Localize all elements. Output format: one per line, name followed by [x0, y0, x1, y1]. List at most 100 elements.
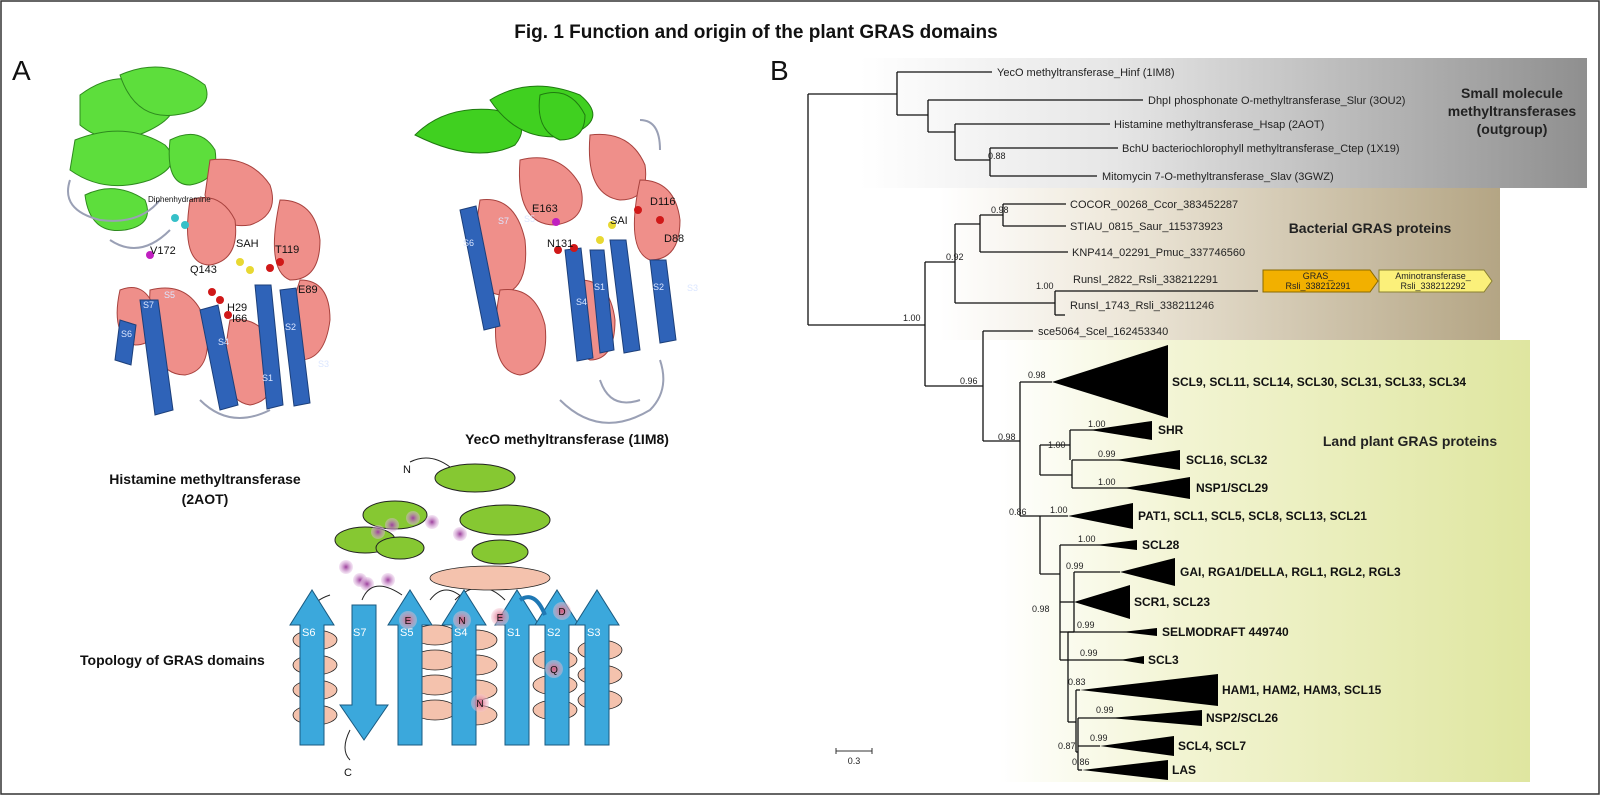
taxon-label: RunsI_1743_Rsli_338211246 [1070, 300, 1214, 312]
support-value: 0.83 [1068, 677, 1086, 687]
support-value: 1.00 [903, 313, 921, 323]
support-value: 0.98 [1032, 604, 1050, 614]
topo-strand-label: S7 [353, 627, 366, 639]
blue-strands [114, 284, 311, 416]
bacterial-box [940, 188, 1500, 340]
topo-residue-marks [399, 602, 571, 712]
support-value: 0.98 [1028, 370, 1046, 380]
loops [559, 119, 665, 424]
structure1-caption-code: (2AOT) [182, 491, 229, 507]
structure-2aot: Diphenhydramine SAH V172 Q143 T119 E89 H… [67, 66, 331, 507]
topo-purple-marks [339, 511, 467, 591]
gras-gene-arrow [1262, 269, 1379, 293]
s2-ligand-label: SAI [610, 215, 628, 227]
s1-strand-label: S2 [285, 322, 296, 332]
taxon-label: STIAU_0815_Saur_115373923 [1070, 221, 1223, 233]
topo-strand-label: S3 [587, 627, 600, 639]
aminotransferase-gene-arrow [1378, 269, 1493, 293]
topology-caption: Topology of GRAS domains [80, 652, 265, 668]
ligand-dots [146, 214, 284, 319]
clade-label: SHR [1158, 423, 1184, 437]
topo-residue-label: D [558, 607, 565, 618]
topology-diagram: S6 S7 S5 S4 S1 S2 S3 E N E D Q [80, 457, 623, 779]
s1-strand-labels: S1 S2 S3 S4 S5 S6 S7 [121, 290, 329, 383]
support-value: 0.86 [1009, 507, 1027, 517]
support-value: 0.99 [1066, 561, 1084, 571]
s1-strand-label: S1 [262, 373, 273, 383]
support-value: 0.87 [1058, 741, 1076, 751]
panel-a-letter: A [12, 55, 31, 86]
support-value: 0.86 [1072, 757, 1090, 767]
clade-label: SCL4, SCL7 [1178, 739, 1246, 753]
s1-ligand-label: H29 [227, 302, 247, 314]
land-plant-group-label: Land plant GRAS proteins [1323, 433, 1497, 449]
s1-ligand-label: T119 [275, 244, 299, 256]
ligand-dots [552, 206, 664, 254]
structure2-caption: YecO methyltransferase (1IM8) [465, 431, 669, 447]
bacterial-taxa: COCOR_00268_Ccor_383452287 STIAU_0815_Sa… [1038, 199, 1245, 338]
support-value: 1.00 [1036, 281, 1054, 291]
s2-strand-label: S1 [594, 282, 605, 292]
support-values: 0.88 0.98 0.92 1.00 1.00 0.96 0.98 0.98 … [903, 151, 1116, 767]
panel-a: Diphenhydramine SAH V172 Q143 T119 E89 H… [67, 66, 698, 779]
s1-ligand-label: V172 [150, 245, 176, 257]
topo-residue-label: Q [550, 665, 558, 676]
panel-b: Small molecule methyltransferases (outgr… [807, 58, 1587, 782]
topo-strand-label: S1 [507, 627, 520, 639]
loops [67, 179, 271, 419]
green-helices [414, 85, 594, 154]
s2-ligand-label: D88 [664, 233, 684, 245]
outgroup-label: Small molecule [1461, 85, 1563, 101]
clade-label: SELMODRAFT 449740 [1162, 625, 1289, 639]
topo-strands [289, 589, 620, 746]
taxon-label: Histamine methyltransferase_Hsap (2AOT) [1114, 119, 1324, 131]
bacterial-group-label: Bacterial GRAS proteins [1289, 220, 1452, 236]
support-value: 1.00 [1048, 440, 1066, 450]
outgroup-box [860, 58, 1587, 188]
gras-gene-label: GRAS_ [1303, 271, 1335, 281]
topo-residue-label: E [405, 616, 412, 627]
support-value: 0.99 [1090, 733, 1108, 743]
blue-strands [459, 205, 677, 362]
support-value: 0.88 [988, 151, 1006, 161]
scale-bar-label: 0.3 [848, 756, 861, 766]
figure-title: Fig. 1 Function and origin of the plant … [514, 22, 997, 43]
clade-label: PAT1, SCL1, SCL5, SCL8, SCL13, SCL21 [1138, 509, 1367, 523]
support-value: 0.98 [991, 205, 1009, 215]
topo-n-terminus: N [403, 464, 411, 476]
s2-ligand-label: N131 [547, 238, 573, 250]
topo-residue-label: N [476, 699, 483, 710]
clade-label: SCL16, SCL32 [1186, 453, 1268, 467]
s2-strand-labels: S1 S2 S3 S4 S5 S6 S7 [463, 214, 698, 307]
s2-strand-label: S3 [687, 283, 698, 293]
s2-strand-label: S6 [463, 238, 474, 248]
topo-strand-labels: S6 S7 S5 S4 S1 S2 S3 [302, 627, 600, 639]
topo-residue-label: E [497, 613, 504, 624]
s2-strand-label: S4 [576, 297, 587, 307]
outgroup-label: methyltransferases [1448, 103, 1577, 119]
support-value: 1.00 [1088, 419, 1106, 429]
taxon-label: BchU bacteriochlorophyll methyltransfera… [1122, 143, 1400, 155]
s2-strand-label: S2 [653, 282, 664, 292]
clade-label: LAS [1172, 763, 1196, 777]
clade-label: GAI, RGA1/DELLA, RGL1, RGL2, RGL3 [1180, 565, 1401, 579]
s1-ligand-label: SAH [236, 238, 259, 250]
green-helices [69, 66, 217, 232]
aminotransferase-gene-label: Aminotransferase_ [1395, 271, 1472, 281]
aminotransferase-gene-label: Rsli_338212292 [1400, 281, 1465, 291]
support-value: 0.92 [946, 252, 964, 262]
topo-c-terminus: C [344, 767, 352, 779]
taxon-label: KNP414_02291_Pmuc_337746560 [1072, 247, 1245, 259]
taxon-label: Mitomycin 7-O-methyltransferase_Slav (3G… [1102, 171, 1334, 183]
outgroup-label: (outgroup) [1477, 121, 1548, 137]
clade-label: HAM1, HAM2, HAM3, SCL15 [1222, 683, 1382, 697]
clade-label: NSP2/SCL26 [1206, 711, 1278, 725]
topo-strand-label: S6 [302, 627, 315, 639]
scale-bar: 0.3 [835, 748, 873, 766]
land-plant-box [1000, 340, 1530, 782]
taxon-label: DhpI phosphonate O-methyltransferase_Slu… [1148, 95, 1405, 107]
taxon-label: COCOR_00268_Ccor_383452287 [1070, 199, 1238, 211]
plant-clade-labels: SCL9, SCL11, SCL14, SCL30, SCL31, SCL33,… [1134, 375, 1466, 777]
